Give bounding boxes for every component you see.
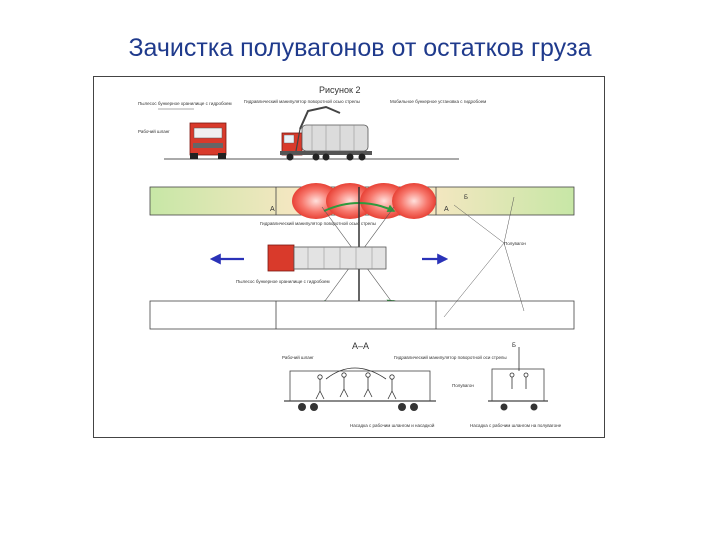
section-mark-b: Б: [464, 195, 468, 201]
section-view: А–А Б Рабочий шланг Гидравлический манип…: [282, 341, 562, 428]
section-title: А–А: [352, 341, 369, 351]
label-wagons: Полувагон: [504, 241, 526, 246]
label-tank-right: Мобильное бункерное установка с гидробое…: [390, 99, 486, 104]
label-tank-left: Пылесос бункерное хранилище с гидробоем: [138, 101, 232, 106]
label-plan-tank: Пылесос бункерное хранилище с гидробоем: [236, 279, 330, 284]
wagon-bottom: [149, 300, 575, 330]
technical-drawing: Рисунок 2: [138, 85, 575, 428]
figure-frame: Рисунок 2: [93, 76, 605, 438]
side-view: Пылесос бункерное хранилище с гидробоем …: [138, 98, 486, 161]
label-plan-boom: Гидравлический манипулятор поворотной ос…: [260, 220, 376, 226]
label-worker: Насадка с рабочим шлангом на полувагоне: [470, 423, 562, 428]
sweep-area: [292, 183, 436, 219]
section-mark-right: A: [444, 206, 449, 213]
section-mark-left: A: [270, 206, 275, 213]
tank-truck: [280, 105, 372, 161]
label-operator: Рабочий шланг: [138, 128, 170, 134]
label-wagon-section: Полувагон: [452, 383, 474, 388]
figure-caption: Рисунок 2: [319, 85, 360, 95]
label-side-boom: Гидравлический манипулятор поворотной ос…: [244, 98, 360, 104]
label-nozzle: Насадка с рабочим шлангом и насадкой: [350, 422, 435, 428]
plan-view: A A Б Полувагон Гид: [149, 183, 575, 330]
truck-plan: [267, 244, 387, 272]
slide-title: Зачистка полувагонов от остатков груза: [128, 34, 592, 62]
tractor-front-view: [189, 122, 227, 159]
label-hose: Рабочий шланг: [282, 354, 314, 360]
label-manipulator: Гидравлический манипулятор поворотной ос…: [394, 354, 507, 360]
section-side-mark: Б: [512, 343, 516, 349]
